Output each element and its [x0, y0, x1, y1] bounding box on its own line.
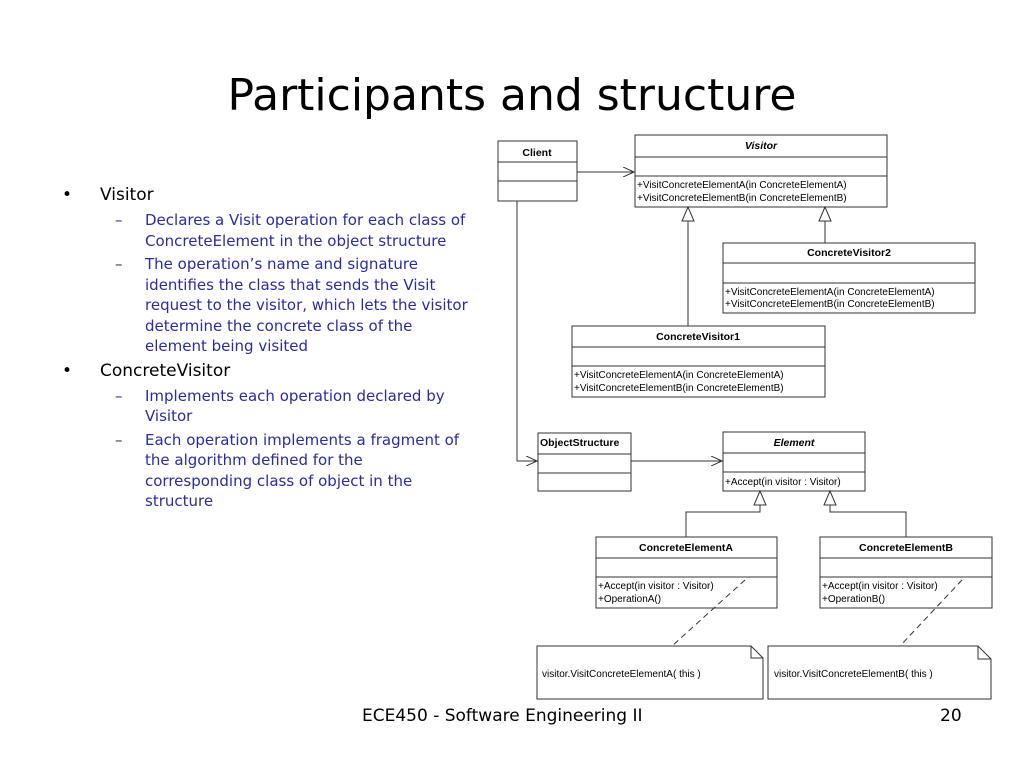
operation: +Accept(in visitor : Visitor) — [725, 477, 841, 488]
sub-bullet-text: Each operation implements a fragment of … — [145, 430, 460, 511]
class-visitor: Visitor +VisitConcreteElementA(in Concre… — [634, 134, 888, 208]
dash-marker: – — [115, 430, 123, 449]
class-concrete-element-b: ConcreteElementB +Accept(in visitor : Vi… — [819, 536, 993, 609]
footer-course: ECE450 - Software Engineering II — [362, 706, 643, 726]
note-a: visitor.VisitConcreteElementA( this ) — [536, 645, 764, 700]
operation: +VisitConcreteElementB(in ConcreteElemen… — [574, 383, 784, 394]
bullet-visitor: • Visitor — [60, 184, 468, 206]
sub-bullet: – Declares a Visit operation for each cla… — [60, 210, 468, 251]
association-client-object-structure — [516, 201, 537, 461]
dash-marker: – — [115, 255, 123, 273]
operation: +VisitConcreteElementA(in ConcreteElemen… — [725, 287, 935, 298]
dash-marker: – — [115, 386, 123, 405]
note-b: visitor.VisitConcreteElementB( this ) — [767, 645, 992, 700]
generalization-concrete-visitor2 — [818, 205, 832, 243]
sub-bullet: – The operation’s name and signature iden… — [60, 254, 468, 357]
sub-bullet: – Each operation implements a fragment of… — [60, 430, 468, 512]
note-text: visitor.VisitConcreteElementA( this ) — [542, 669, 701, 680]
generalization-concrete-visitor1 — [681, 205, 695, 326]
class-concrete-visitor1: ConcreteVisitor1 +VisitConcreteElementA(… — [571, 325, 826, 398]
operation: +Accept(in visitor : Visitor) — [598, 581, 714, 592]
operation: +VisitConcreteElementA(in ConcreteElemen… — [574, 370, 784, 381]
operation: +OperationA() — [598, 594, 661, 605]
class-name: Client — [522, 147, 552, 159]
class-client: Client — [497, 140, 578, 202]
sub-bullet-text: Implements each operation declared by Vi… — [145, 386, 445, 426]
bullet-dot: • — [62, 360, 73, 381]
sub-bullet-text: The operation’s name and signature ident… — [145, 255, 468, 355]
bullet-text: Visitor — [100, 185, 154, 205]
operation: +VisitConcreteElementB(in ConcreteElemen… — [637, 193, 847, 204]
note-anchor-a — [671, 579, 746, 647]
slide-title: Participants and structure — [227, 70, 797, 121]
bullet-list: • Visitor – Declares a Visit operation for… — [60, 184, 468, 515]
sub-bullet-text: Declares a Visit operation for each clas… — [145, 211, 466, 250]
class-name: Visitor — [745, 140, 778, 152]
class-concrete-visitor2: ConcreteVisitor2 +VisitConcreteElementA(… — [722, 242, 976, 314]
class-element: Element +Accept(in visitor : Visitor) — [722, 431, 866, 492]
class-object-structure: ObjectStructure — [537, 432, 632, 492]
bullet-dot: • — [62, 185, 73, 205]
note-text: visitor.VisitConcreteElementB( this ) — [774, 669, 933, 680]
note-anchor-b — [899, 579, 963, 647]
page-number: 20 — [940, 706, 962, 726]
operation: +OperationB() — [822, 594, 885, 605]
bullet-text: ConcreteVisitor — [100, 360, 231, 381]
class-name: ConcreteElementB — [859, 542, 953, 554]
generalization-concrete-element-a — [685, 489, 767, 537]
operation: +Accept(in visitor : Visitor) — [822, 581, 938, 592]
class-name: ConcreteVisitor2 — [807, 247, 891, 259]
class-concrete-element-a: ConcreteElementA +Accept(in visitor : Vi… — [595, 536, 778, 609]
operation: +VisitConcreteElementB(in ConcreteElemen… — [725, 299, 935, 310]
class-name: Element — [774, 437, 815, 449]
dash-marker: – — [115, 211, 123, 229]
operation: +VisitConcreteElementA(in ConcreteElemen… — [637, 180, 847, 191]
sub-bullet: – Implements each operation declared by V… — [60, 386, 468, 427]
bullet-concrete-visitor: • ConcreteVisitor — [60, 360, 468, 382]
class-name: ObjectStructure — [540, 437, 620, 449]
generalization-concrete-element-b — [823, 489, 907, 537]
class-name: ConcreteVisitor1 — [656, 331, 740, 343]
class-name: ConcreteElementA — [639, 542, 733, 554]
